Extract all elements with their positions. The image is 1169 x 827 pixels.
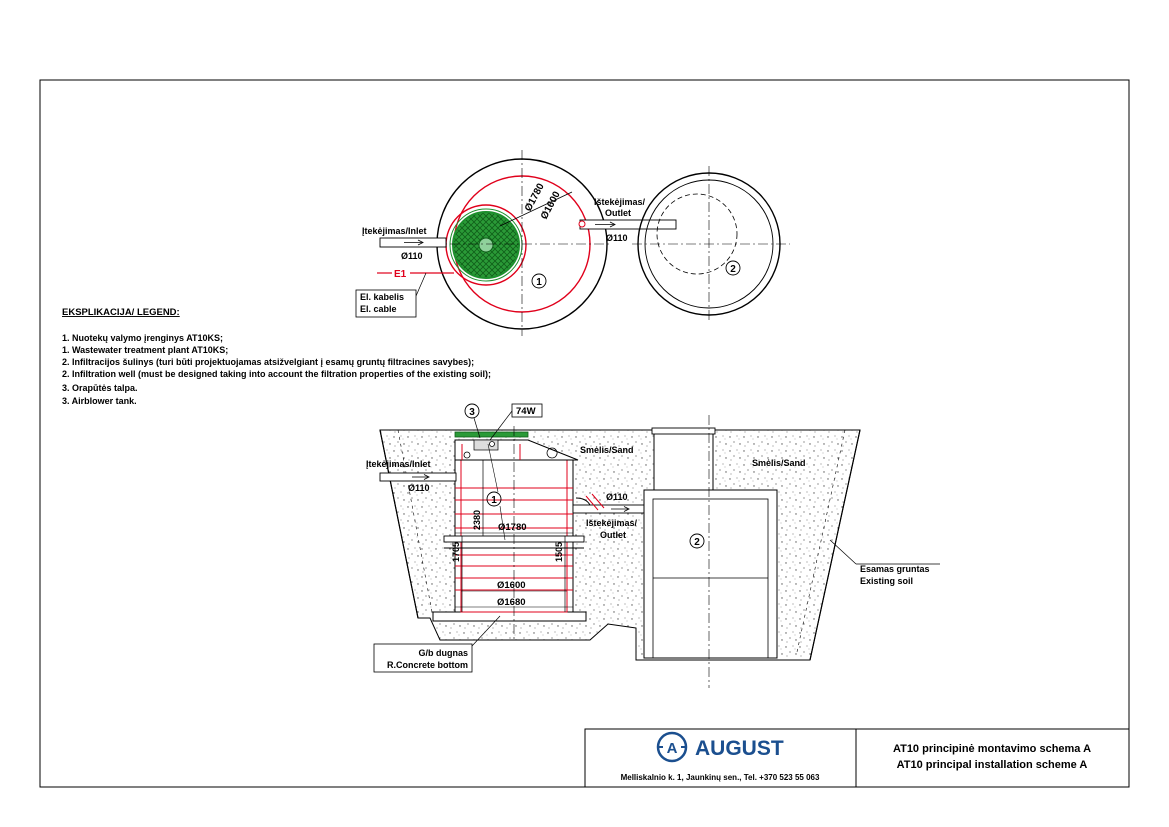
section-h-2380: 2380: [472, 510, 482, 530]
section-inlet-dia: Ø110: [408, 483, 430, 493]
section-bottom-2: R.Concrete bottom: [387, 660, 468, 670]
legend-item-4: 2. Infiltration well (must be designed t…: [62, 369, 491, 379]
legend: EKSPLIKACIJA/ LEGEND: 1. Nuotekų valymo …: [62, 307, 491, 406]
legend-item-6: 3. Airblower tank.: [62, 396, 137, 406]
section-tag-3-circle: [464, 403, 480, 419]
plan-outlet-label-1: Ištekėjimas/: [594, 197, 646, 207]
brand-name: AUGUST: [695, 737, 784, 760]
brand-logo: A: [656, 731, 688, 763]
section-d-1680: Ø1680: [497, 597, 526, 608]
section-well-2-shaft: [653, 429, 714, 491]
plan-cable-box: [355, 289, 417, 318]
section-outlet-label-2: Outlet: [600, 530, 626, 540]
section-h-1505: 1505: [554, 542, 564, 562]
section-sand-left: Smėlis/Sand: [580, 445, 634, 455]
plan-outlet-dia: Ø110: [606, 233, 628, 243]
section-74w: 74W: [516, 406, 536, 417]
section-well-2-body: [643, 489, 778, 659]
plan-e1: E1: [394, 269, 407, 280]
plan-tag-1: 1: [536, 277, 542, 288]
legend-item-2: 1. Wastewater treatment plant AT10KS;: [62, 345, 228, 355]
plan-cable-2: El. cable: [360, 304, 397, 314]
section-outlet-dia: Ø110: [606, 492, 628, 502]
legend-item-5: 3. Orapūtės talpa.: [62, 383, 138, 393]
section-lid-green: [454, 431, 529, 438]
plan-outlet-pipe: [579, 219, 677, 230]
drawing-title-lt: AT10 principinė montavimo schema A: [893, 743, 1091, 755]
section-view: 3 74W Įtekėjimas/Inlet Ø110 1 2380 1705 …: [366, 403, 940, 688]
plan-tag-2: 2: [730, 264, 736, 275]
plan-view: Ø1780 Ø1600 1 Įtekėjimas/Inlet Ø110 E1 E…: [355, 150, 790, 336]
plan-cable-1: El. kabelis: [360, 292, 404, 302]
section-bottom-1: G/b dugnas: [419, 648, 469, 658]
section-tag-1: 1: [491, 495, 497, 506]
section-74w-box: [511, 403, 543, 418]
plan-well-2-dashed: [656, 193, 738, 275]
section-bottom-box: [373, 643, 473, 673]
section-tag-2-circle: [689, 533, 705, 549]
plan-tag-2-circle: [725, 260, 741, 276]
section-sand-right: Smėlis/Sand: [752, 458, 806, 468]
section-tag-1-circle: [486, 491, 502, 507]
section-concrete-slab: [432, 611, 587, 622]
brand-address: Melliskalnio k. 1, Jaunkinų sen., Tel. +…: [621, 773, 820, 782]
drawing-title-en: AT10 principal installation scheme A: [897, 759, 1088, 771]
section-d-1780: Ø1780: [498, 522, 527, 533]
plan-inlet-dia: Ø110: [401, 251, 423, 261]
section-inlet-label: Įtekėjimas/Inlet: [366, 459, 431, 469]
plan-outlet-label-2: Outlet: [605, 208, 631, 218]
legend-title: EKSPLIKACIJA/ LEGEND:: [62, 307, 180, 318]
section-h-1705: 1705: [451, 542, 461, 562]
svg-text:A: A: [667, 740, 678, 757]
section-tag-2: 2: [694, 537, 700, 548]
section-soil-2: Existing soil: [860, 576, 913, 586]
section-outlet-label-1: Ištekėjimas/: [586, 518, 638, 528]
legend-item-3: 2. Infiltracijos šulinys (turi būti proj…: [62, 357, 474, 367]
title-block: A AUGUST Melliskalnio k. 1, Jaunkinų sen…: [584, 728, 1130, 788]
section-soil-1: Esamas gruntas: [860, 564, 930, 574]
plan-tag-1-circle: [531, 273, 547, 289]
section-d-1600: Ø1600: [497, 580, 526, 591]
plan-inlet-label: Įtekėjimas/Inlet: [362, 226, 427, 236]
section-tag-3: 3: [469, 407, 475, 418]
legend-item-1: 1. Nuotekų valymo įrenginys AT10KS;: [62, 333, 223, 343]
